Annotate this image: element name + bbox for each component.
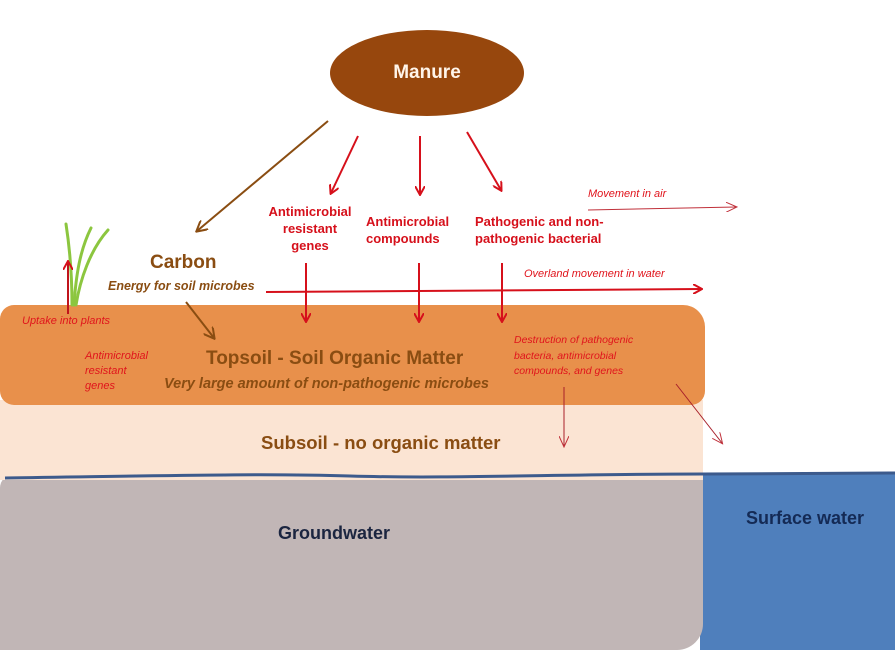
movement-water-label: Overland movement in water xyxy=(524,268,665,280)
note-line: Antimicrobial xyxy=(85,350,148,362)
manure-to-carbon-arrow xyxy=(197,120,329,231)
output-line: Antimicrobial xyxy=(366,214,450,229)
surface-water-title: Surface water xyxy=(746,508,865,528)
groundwater-region xyxy=(0,474,703,650)
output-line: Pathogenic and non- xyxy=(475,214,604,229)
water-table-line xyxy=(4,471,895,480)
topsoil-title: Topsoil - Soil Organic Matter xyxy=(206,348,464,369)
output-pathogenic-bacteria: Pathogenic and non- pathogenic bacterial xyxy=(475,213,604,247)
manure-label: Manure xyxy=(393,62,461,83)
subsoil-title: Subsoil - no organic matter xyxy=(261,432,501,453)
manure-source: Manure xyxy=(330,30,524,116)
note-line: resistant xyxy=(85,365,127,377)
output-line: resistant xyxy=(282,221,338,236)
plant-icon xyxy=(64,222,110,307)
topsoil-subtitle: Very large amount of non-pathogenic micr… xyxy=(164,376,489,392)
movement-air-label: Movement in air xyxy=(588,188,667,200)
output-line: genes xyxy=(291,238,329,253)
air-movement-arrow xyxy=(587,207,736,210)
topsoil-side-note: Antimicrobial resistant genes xyxy=(85,349,148,394)
manure-to-bacteria-arrow xyxy=(466,131,501,190)
output-line: compounds xyxy=(366,231,440,246)
runoff-surface-water-arrow xyxy=(675,383,722,443)
output-line: pathogenic bacterial xyxy=(475,231,602,246)
surface-water-region xyxy=(700,474,895,650)
note-line: bacteria, antimicrobial xyxy=(514,349,617,362)
uptake-label: Uptake into plants xyxy=(22,315,111,327)
carbon-title: Carbon xyxy=(150,252,217,273)
destruction-note: Destruction of pathogenic bacteria, anti… xyxy=(514,333,633,380)
manure-to-genes-arrow xyxy=(331,135,359,193)
output-antimicrobial-compounds: Antimicrobial compounds xyxy=(366,213,464,247)
carbon-to-topsoil-arrow xyxy=(185,301,214,338)
output-resistant-genes: Antimicrobial resistant genes xyxy=(262,203,358,254)
subsoil-layer xyxy=(0,400,703,480)
groundwater-title: Groundwater xyxy=(278,523,391,543)
note-line: compounds, and genes xyxy=(514,365,624,377)
carbon-subtitle: Energy for soil microbes xyxy=(108,279,255,293)
output-line: Antimicrobial xyxy=(268,204,352,219)
topsoil-layer xyxy=(0,305,705,405)
overland-water-arrow xyxy=(265,289,701,292)
note-line: genes xyxy=(85,380,115,392)
note-line: Destruction of pathogenic xyxy=(514,334,634,346)
